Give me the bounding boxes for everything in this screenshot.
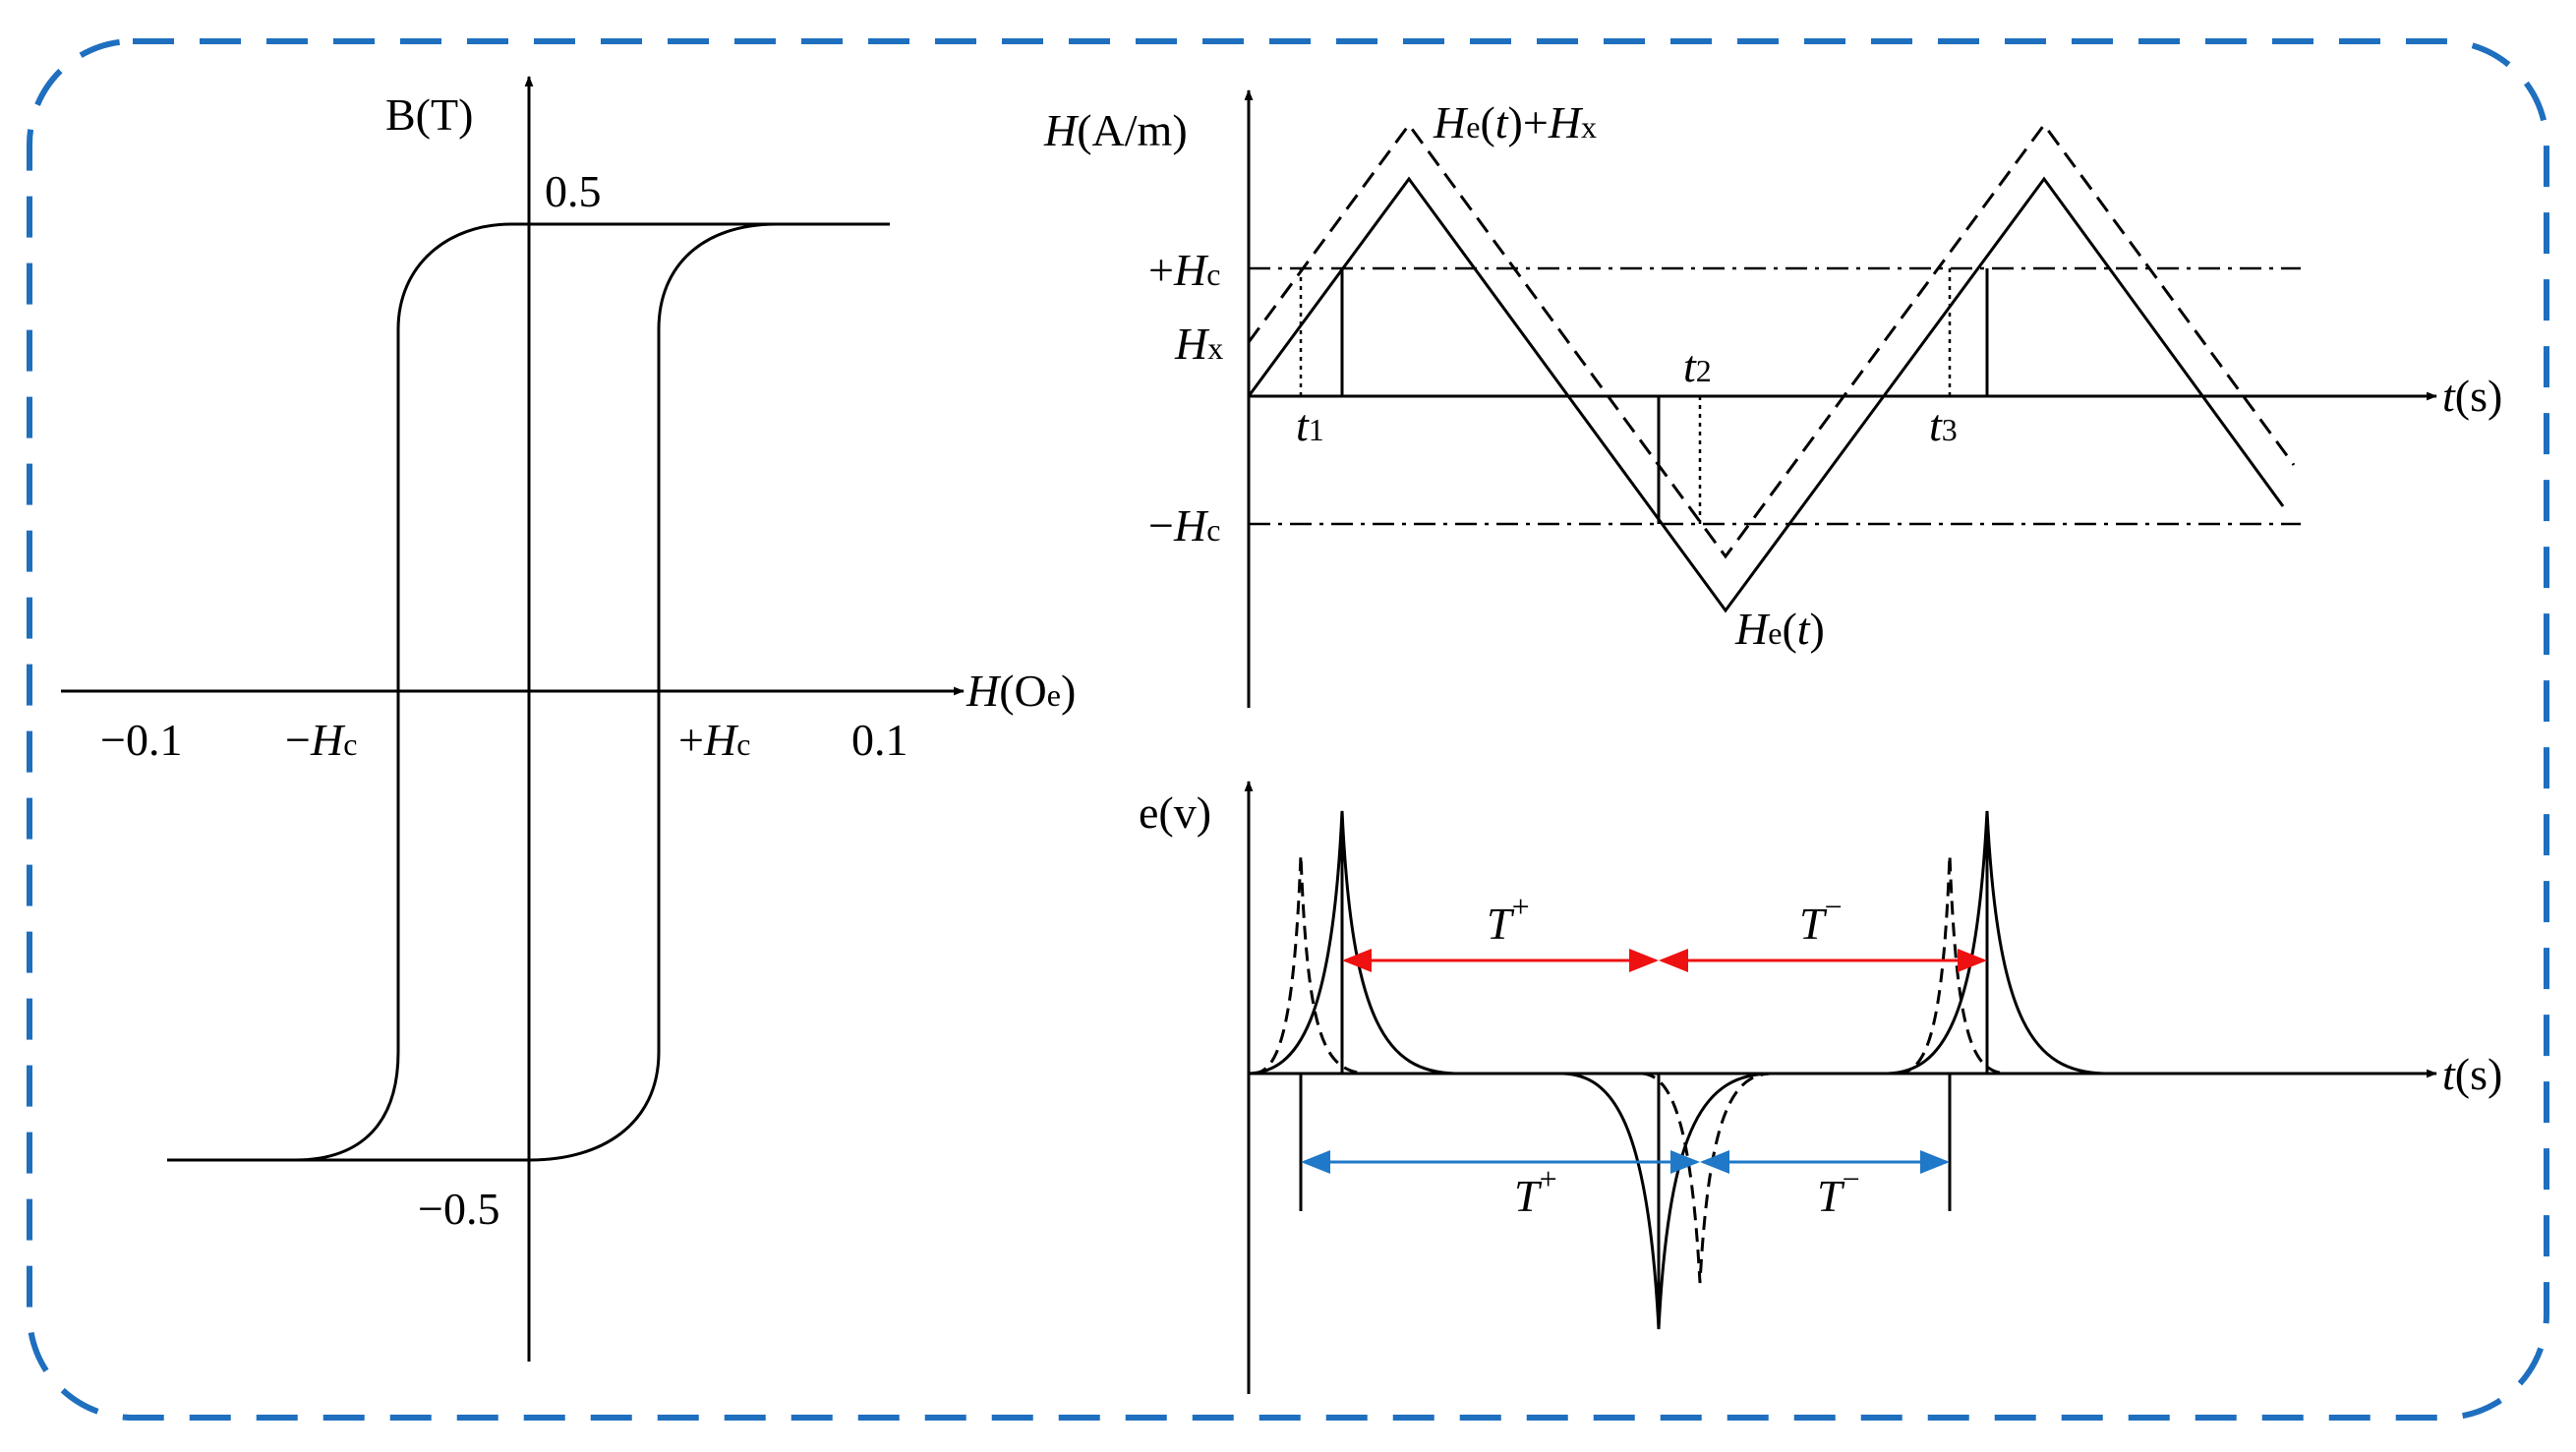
he-curve	[1247, 176, 2285, 613]
b-tick-bottom: −0.5	[418, 1184, 499, 1234]
voltage-panel: e(v) t(s) T+ T− T+ T−	[1139, 780, 2502, 1394]
solid-curve-label: He(t)	[1734, 604, 1825, 654]
t3-label: t3	[1929, 400, 1958, 450]
red-t-plus-label: T+	[1487, 889, 1530, 949]
spike-dashed-2	[1641, 1072, 1771, 1284]
t2-label: t2	[1683, 341, 1712, 391]
h-tick-right: 0.1	[851, 715, 908, 765]
b-tick-top: 0.5	[545, 166, 602, 216]
field-pos-hc-label: +Hc	[1148, 245, 1220, 295]
field-panel: H(A/m) +Hc Hx −Hc He(t)+Hx He(t) t1 t2 t…	[1043, 88, 2502, 708]
spike-solid-2	[1562, 1072, 1771, 1330]
neg-hc-label: −Hc	[285, 715, 357, 765]
field-hx-label: Hx	[1174, 319, 1223, 369]
dashed-curve-label: He(t)+Hx	[1433, 97, 1597, 147]
red-t-minus-label: T−	[1799, 889, 1843, 949]
b-axis-label: B(T)	[385, 89, 473, 140]
h-tick-left: −0.1	[100, 715, 182, 765]
voltage-t-axis-label: t(s)	[2442, 1049, 2502, 1099]
spike-dashed-1	[1253, 854, 1368, 1075]
hysteresis-panel: B(T) 0.5 −0.5 −0.1 0.1 −Hc +Hc H(Oe)	[61, 75, 1076, 1362]
h-axis-label: H(Oe)	[966, 666, 1076, 716]
pos-hc-label: +Hc	[678, 715, 750, 765]
he-plus-hx-curve	[1247, 122, 2296, 559]
hysteresis-loop	[167, 222, 890, 1162]
spike-solid-1	[1248, 810, 1456, 1075]
figure-frame	[27, 38, 2549, 1421]
spike-dashed-3	[1897, 854, 2007, 1075]
field-neg-hc-label: −Hc	[1148, 500, 1220, 551]
blue-t-minus-label: T−	[1817, 1161, 1860, 1221]
blue-t-plus-label: T+	[1514, 1161, 1557, 1221]
t1-label: t1	[1296, 400, 1324, 450]
voltage-y-axis-label: e(v)	[1139, 787, 1211, 838]
spike-solid-3	[1887, 810, 2105, 1075]
field-y-axis-label: H(A/m)	[1043, 105, 1188, 155]
field-t-axis-label: t(s)	[2442, 371, 2502, 421]
